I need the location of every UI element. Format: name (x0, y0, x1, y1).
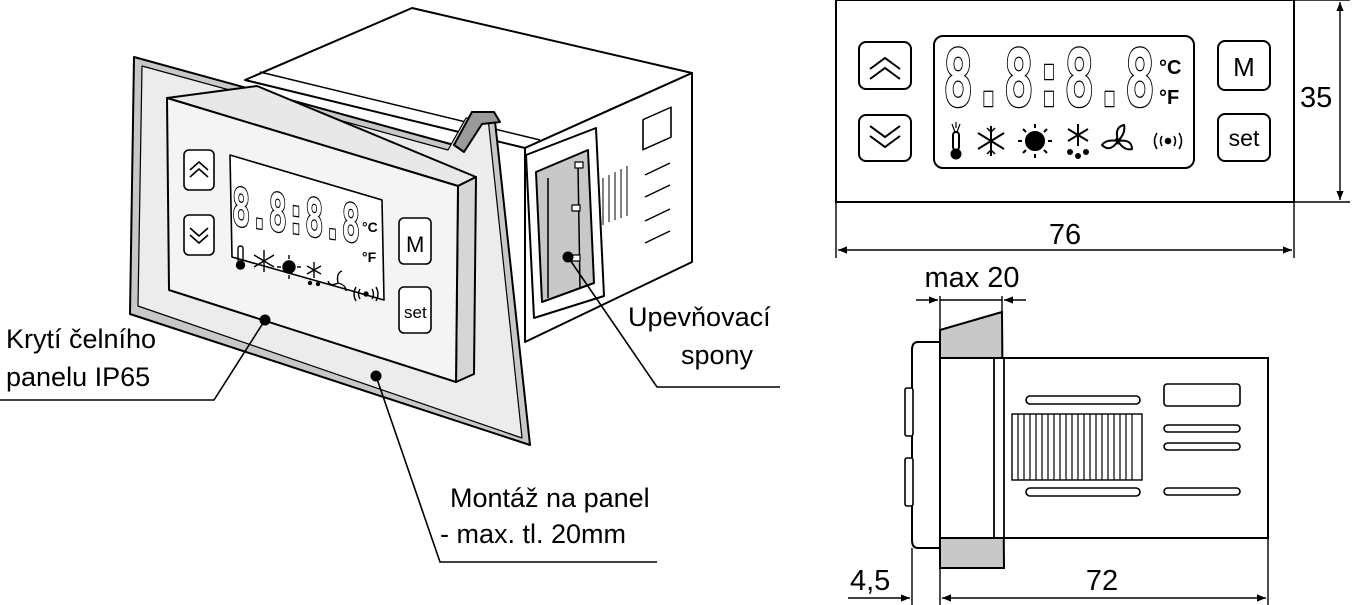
vent-fins (602, 166, 628, 225)
iso-unit-f: °F (362, 249, 377, 265)
m-button: M (1217, 40, 1271, 91)
sun-icon (1018, 124, 1052, 158)
down-button (858, 114, 912, 162)
iso-unit-c: °C (362, 219, 378, 235)
label-front-cover-line2: panelu IP65 (6, 362, 150, 392)
label-clips-line2: spony (681, 340, 754, 370)
front-unit-c: °C (1159, 57, 1181, 79)
thermometer-icon (235, 245, 246, 270)
side-vent-fins (1011, 413, 1143, 481)
front-view: M set 8.8:8.8 °C °F (835, 0, 1350, 258)
dim-front-depth-label: 4,5 (850, 565, 890, 597)
alarm-icon (1153, 132, 1183, 150)
side-dimensions (848, 296, 1269, 605)
dim-max-depth-label: max 20 (924, 262, 1019, 294)
label-panel-mount-line2: - max. tl. 20mm (440, 519, 626, 549)
front-dimensions (835, 0, 1350, 258)
double-chevron-up-icon (869, 56, 901, 80)
iso-button-set-label: set (404, 303, 427, 322)
defrost-icon (1067, 124, 1089, 159)
m-button-label: M (1233, 52, 1255, 82)
set-button-label: set (1229, 125, 1260, 151)
side-bezel (911, 341, 941, 549)
iso-button-m-label: M (406, 232, 424, 257)
sun-icon (277, 255, 301, 279)
isometric-view (129, 7, 693, 446)
snowflake-icon (977, 126, 1005, 156)
label-panel-mount-line1: Montáž na panel (450, 483, 650, 513)
alarm-icon (353, 286, 379, 302)
iso-leaders (0, 251, 780, 563)
label-clips-line1: Upevňovací (628, 302, 771, 332)
defrost-icon (306, 262, 322, 287)
iso-keypad (183, 149, 432, 334)
snowflake-icon (253, 250, 275, 272)
dim-height-label: 35 (1300, 82, 1332, 114)
mounting-clip (525, 127, 605, 319)
double-chevron-down-icon (869, 125, 901, 149)
front-icon-row (950, 122, 1183, 160)
front-unit-f: °F (1159, 87, 1179, 109)
thermometer-icon (950, 122, 962, 160)
up-button (858, 41, 912, 90)
fan-icon (1100, 123, 1134, 151)
front-digits: 8.8:8.8 (943, 35, 1155, 125)
fan-icon (327, 270, 347, 292)
set-button: set (1217, 113, 1271, 162)
iso-icon-row (235, 245, 379, 302)
dim-width-label: 76 (1049, 219, 1081, 251)
iso-labels: Krytí čelního panelu IP65 Montáž na pane… (6, 302, 771, 549)
label-front-cover-line1: Krytí čelního (6, 324, 156, 354)
dim-body-depth-label: 72 (1086, 565, 1118, 597)
